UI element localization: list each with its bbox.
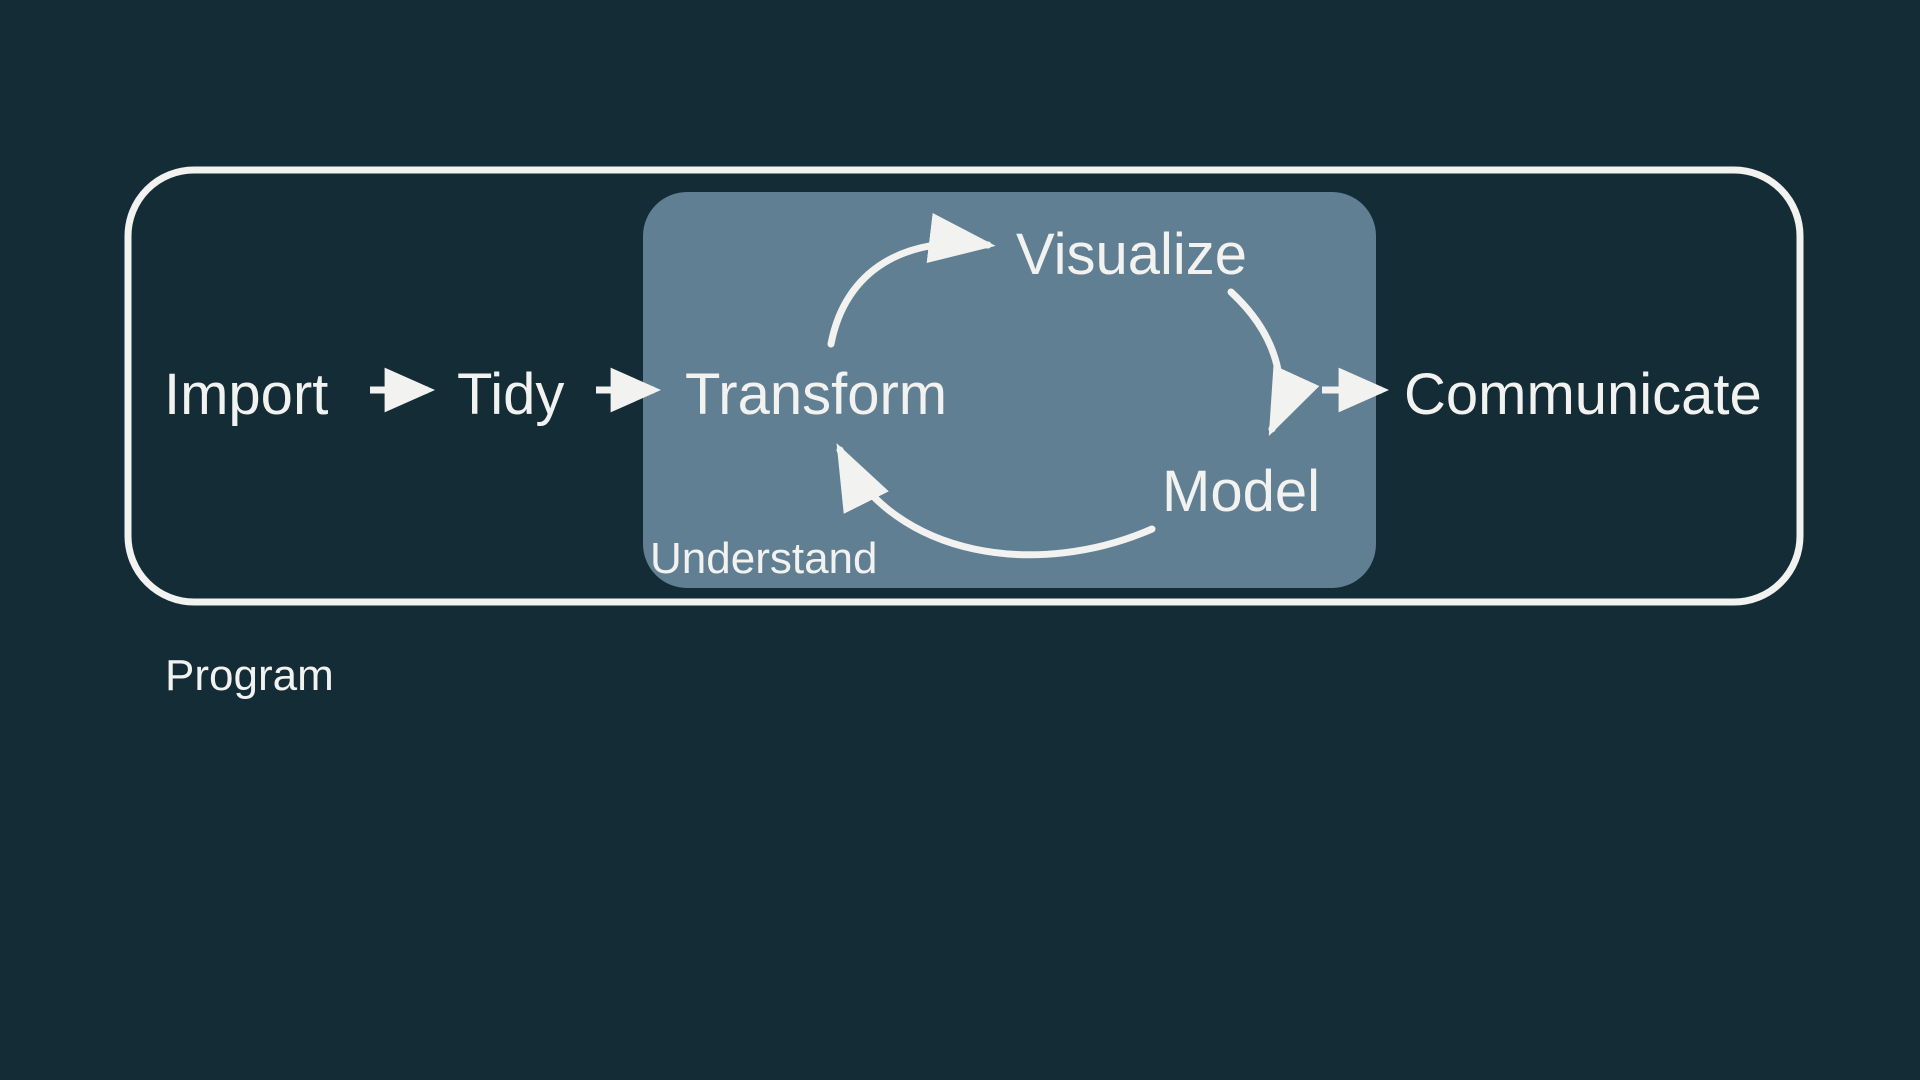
pipeline-label-transform: Transform — [685, 362, 948, 427]
arrow-transform-to-visualize — [827, 212, 996, 348]
program-container-label: Program — [165, 651, 334, 700]
arrow-model-to-transform — [836, 443, 1156, 559]
arrow-visualize-to-model — [1227, 288, 1320, 437]
cycle-label-model: Model — [1162, 459, 1320, 524]
understand-panel-label: Understand — [650, 534, 878, 583]
pipeline-label-tidy: Tidy — [457, 362, 565, 427]
cycle-label-visualize: Visualize — [1016, 222, 1248, 287]
program-container-outline — [124, 166, 1804, 606]
pipeline-label-import: Import — [164, 362, 329, 427]
pipeline-label-communicate: Communicate — [1404, 362, 1762, 427]
understand-panel — [643, 192, 1376, 588]
